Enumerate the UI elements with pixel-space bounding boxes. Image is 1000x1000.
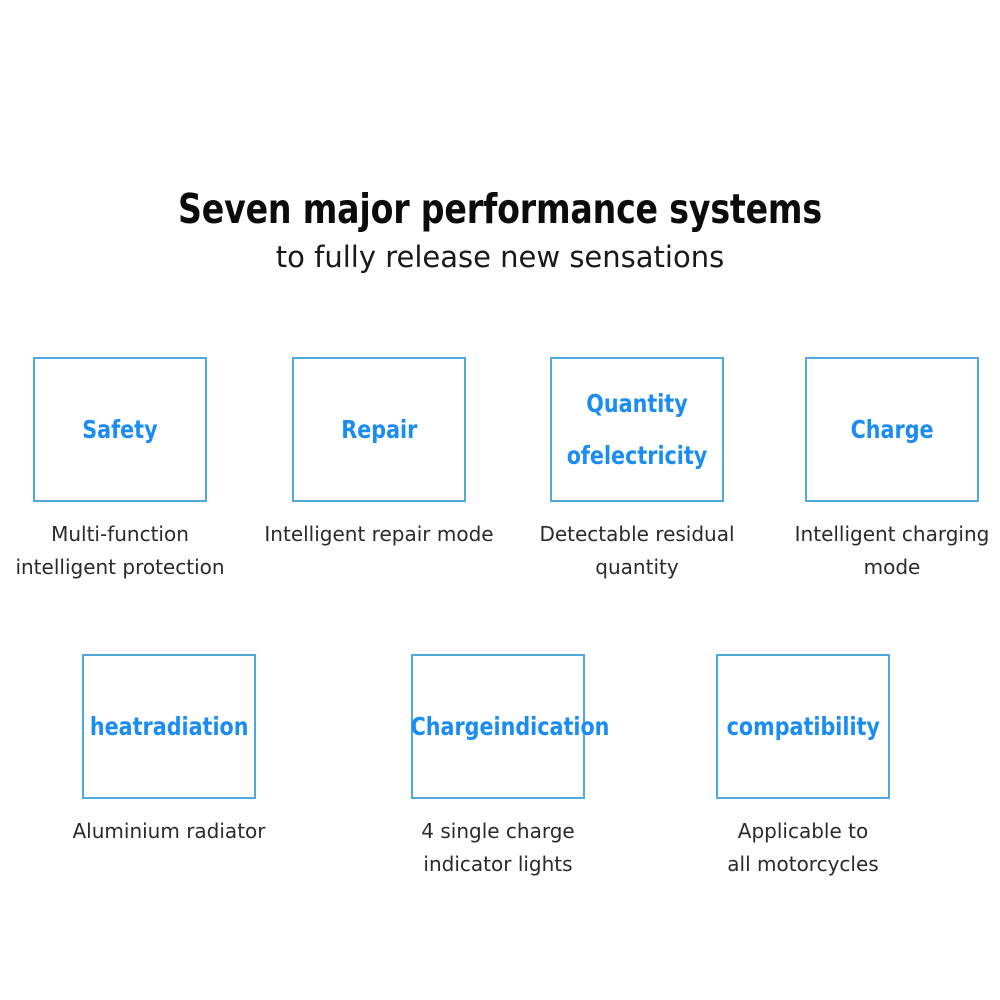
feature-box-label: Safety — [82, 404, 157, 456]
text-line: Intelligent charging — [794, 522, 990, 546]
feature-caption: Aluminium radiator — [44, 815, 294, 848]
feature-box-label: Repair — [341, 404, 417, 456]
text-line: all motorcycles — [727, 852, 879, 876]
feature-caption: Detectable residual quantity — [512, 518, 762, 584]
page-subtitle: to fully release new sensations — [275, 240, 725, 274]
text-line: indication — [493, 711, 610, 741]
heading-block: Seven major performance systems to fully… — [0, 186, 1000, 274]
feature-cell-compatibility[interactable]: compatibility Applicable to all motorcycl… — [678, 654, 928, 881]
feature-cell-safety[interactable]: Safety Multi-function intelligent protect… — [0, 357, 245, 584]
feature-box-label: heatradiation — [90, 701, 249, 753]
text-line: indicator lights — [423, 852, 573, 876]
feature-caption: Intelligent charging mode — [767, 518, 1000, 584]
text-line: Safety — [82, 414, 158, 444]
text-line: Applicable to — [737, 819, 869, 843]
text-line: electricity — [589, 440, 708, 470]
feature-box-label: compatibility — [726, 701, 879, 753]
page-title: Seven major performance systems — [178, 185, 822, 233]
text-line: compatibility — [726, 711, 880, 741]
text-line: Multi-function — [51, 522, 189, 546]
feature-box-repair[interactable]: Repair — [292, 357, 466, 502]
feature-box-charge-indication[interactable]: Chargeindication — [410, 654, 610, 799]
feature-cell-charge-indication[interactable]: Chargeindication 4 single charge indicato… — [373, 654, 623, 881]
feature-box-label: Chargeindication — [410, 701, 610, 753]
text-line: Charge — [850, 414, 934, 444]
feature-caption: Intelligent repair mode — [254, 518, 504, 551]
text-line: Repair — [340, 414, 418, 444]
feature-cell-quantity-of-electricity[interactable]: Quantity ofelectricity Detectable residu… — [512, 357, 762, 584]
feature-box-label: Quantity ofelectricity — [559, 378, 715, 482]
text-line: Intelligent repair mode — [264, 522, 494, 546]
text-line: heat — [89, 711, 143, 741]
text-line: Quantity of — [566, 388, 688, 470]
text-line: Detectable residual — [539, 522, 735, 546]
text-line: Charge — [410, 711, 494, 741]
feature-box-charge[interactable]: Charge — [805, 357, 979, 502]
feature-box-quantity-of-electricity[interactable]: Quantity ofelectricity — [550, 357, 724, 502]
feature-box-safety[interactable]: Safety — [33, 357, 207, 502]
text-line: intelligent protection — [15, 555, 225, 579]
feature-caption: Multi-function intelligent protection — [0, 518, 245, 584]
text-line: radiation — [142, 711, 249, 741]
feature-cell-repair[interactable]: Repair Intelligent repair mode — [254, 357, 504, 551]
text-line: mode — [863, 555, 921, 579]
feature-caption: Applicable to all motorcycles — [678, 815, 928, 881]
feature-box-heat-radiation[interactable]: heatradiation — [82, 654, 256, 799]
text-line: Aluminium radiator — [72, 819, 266, 843]
feature-cell-charge[interactable]: Charge Intelligent charging mode — [767, 357, 1000, 584]
text-line: 4 single charge — [421, 819, 575, 843]
feature-box-compatibility[interactable]: compatibility — [716, 654, 890, 799]
feature-box-label: Charge — [851, 404, 934, 456]
feature-caption: 4 single charge indicator lights — [373, 815, 623, 881]
feature-cell-heat-radiation[interactable]: heatradiation Aluminium radiator — [44, 654, 294, 848]
text-line: quantity — [595, 555, 679, 579]
